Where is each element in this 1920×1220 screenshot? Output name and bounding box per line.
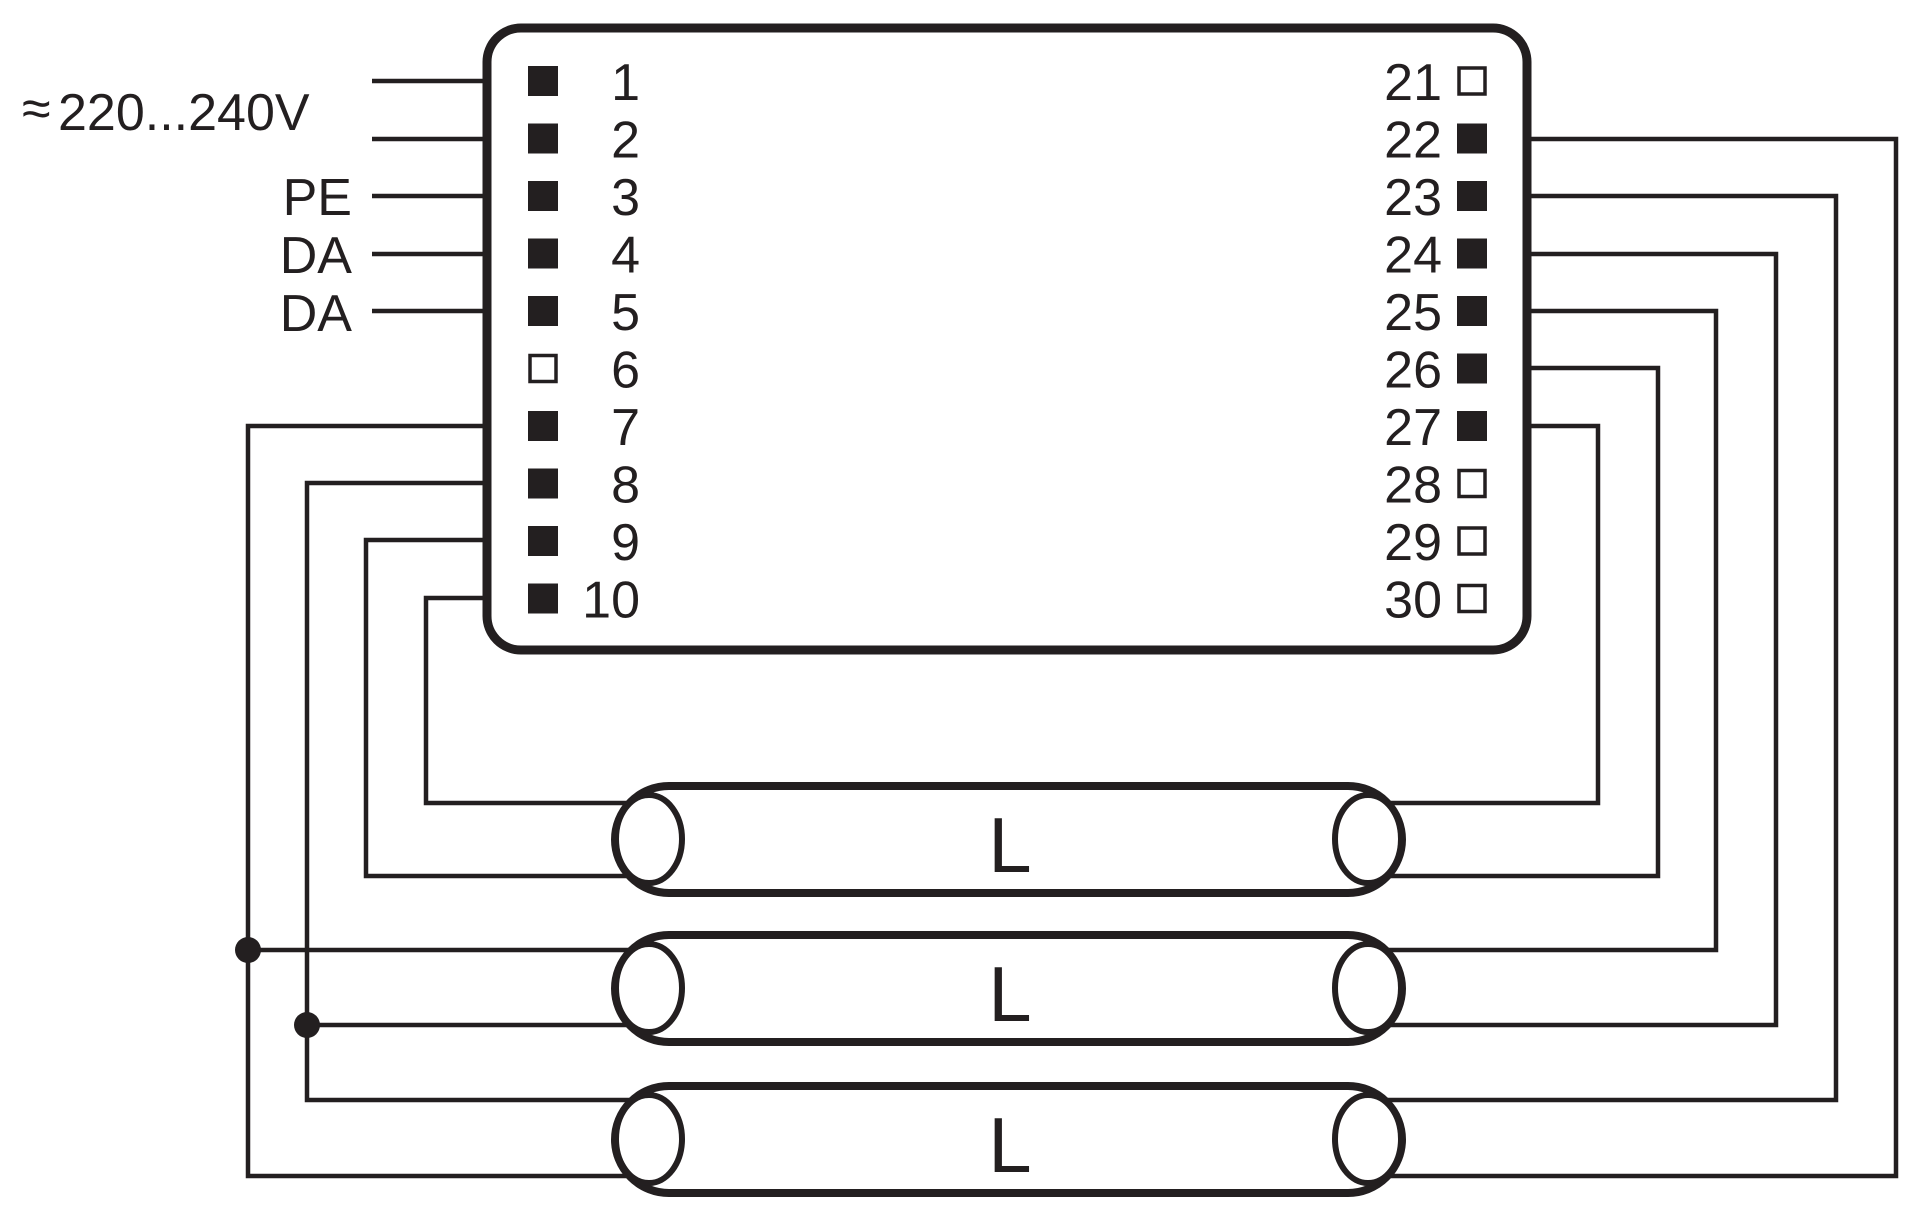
terminal-used-2 [528,123,558,154]
right-lamp-wires [1380,136,1899,1179]
terminal-free-30 [1457,583,1487,614]
wire-terminal-23 [1380,193,1839,1103]
junction-dot-terminal-8 [294,1012,320,1038]
pin-number-21: 21 [1384,54,1442,112]
terminal-used-3 [528,181,558,211]
terminal-free-28 [1457,468,1487,499]
terminal-used-1 [528,66,558,96]
lamp-cap-left [613,1092,685,1186]
terminal-used-9 [528,526,558,556]
pin-number-27: 27 [1384,399,1442,457]
pin-number-30: 30 [1384,572,1442,630]
wire-terminal-22 [1380,136,1899,1179]
pe-label: PE [283,169,352,227]
pin-number-7: 7 [611,399,640,457]
lamp-cap-right [1332,941,1404,1035]
lamp-cap-right [1332,1092,1404,1186]
pin-number-9: 9 [611,514,640,572]
pin-number-6: 6 [611,342,640,400]
wire-terminal-7 [245,423,640,1179]
terminal-used-10 [528,583,558,614]
lamp-cap-left [613,792,685,886]
lamp-cap-left [613,941,685,1035]
terminal-used-23 [1457,181,1487,211]
terminal-free-6 [528,353,558,384]
terminal-used-4 [528,238,558,269]
lamp-3: L [611,1082,1406,1197]
terminal-used-5 [528,296,558,326]
pin-number-29: 29 [1384,514,1442,572]
wire-terminal-25 [1380,308,1719,953]
pin-number-28: 28 [1384,457,1442,515]
lamp-1: L [611,782,1406,897]
wire-terminal-26 [1380,365,1661,879]
terminal-used-22 [1457,123,1487,154]
pin-number-3: 3 [611,169,640,227]
terminal-used-27 [1457,411,1487,441]
da-label-2: DA [280,285,353,343]
pin-number-8: 8 [611,457,640,515]
supply-voltage-label: 220...240V [58,84,310,142]
terminal-free-21 [1457,66,1487,96]
lamp-2: L [611,931,1406,1046]
wire-terminal-27 [1380,423,1601,806]
pin-number-5: 5 [611,284,640,342]
input-labels: ≈ 220...240V PE DA DA [22,80,352,343]
wire-terminal-24 [1380,251,1779,1028]
ballast-housing [482,23,1532,655]
terminal-used-26 [1457,353,1487,384]
pin-number-26: 26 [1384,342,1442,400]
lamps: L L L [611,782,1406,1197]
pin-number-1: 1 [611,54,640,112]
pin-number-25: 25 [1384,284,1442,342]
terminal-free-29 [1457,526,1487,556]
pin-number-4: 4 [611,227,640,285]
junction-dot-terminal-7 [235,937,261,963]
pin-number-10: 10 [582,572,640,630]
lamp-label: L [988,801,1031,889]
terminal-used-8 [528,468,558,499]
terminal-used-7 [528,411,558,441]
wire-terminal-8 [304,480,640,1103]
pin-number-23: 23 [1384,169,1442,227]
pin-number-2: 2 [611,112,640,170]
lamp-label: L [988,1101,1031,1189]
supply-ac-symbol: ≈ [22,80,51,138]
pin-number-24: 24 [1384,227,1442,285]
da-label-1: DA [280,227,353,285]
lamp-cap-right [1332,792,1404,886]
lamp-label: L [988,950,1031,1038]
pin-number-22: 22 [1384,112,1442,170]
terminal-used-25 [1457,296,1487,326]
wire-terminal-9 [363,537,640,879]
terminal-used-24 [1457,238,1487,269]
